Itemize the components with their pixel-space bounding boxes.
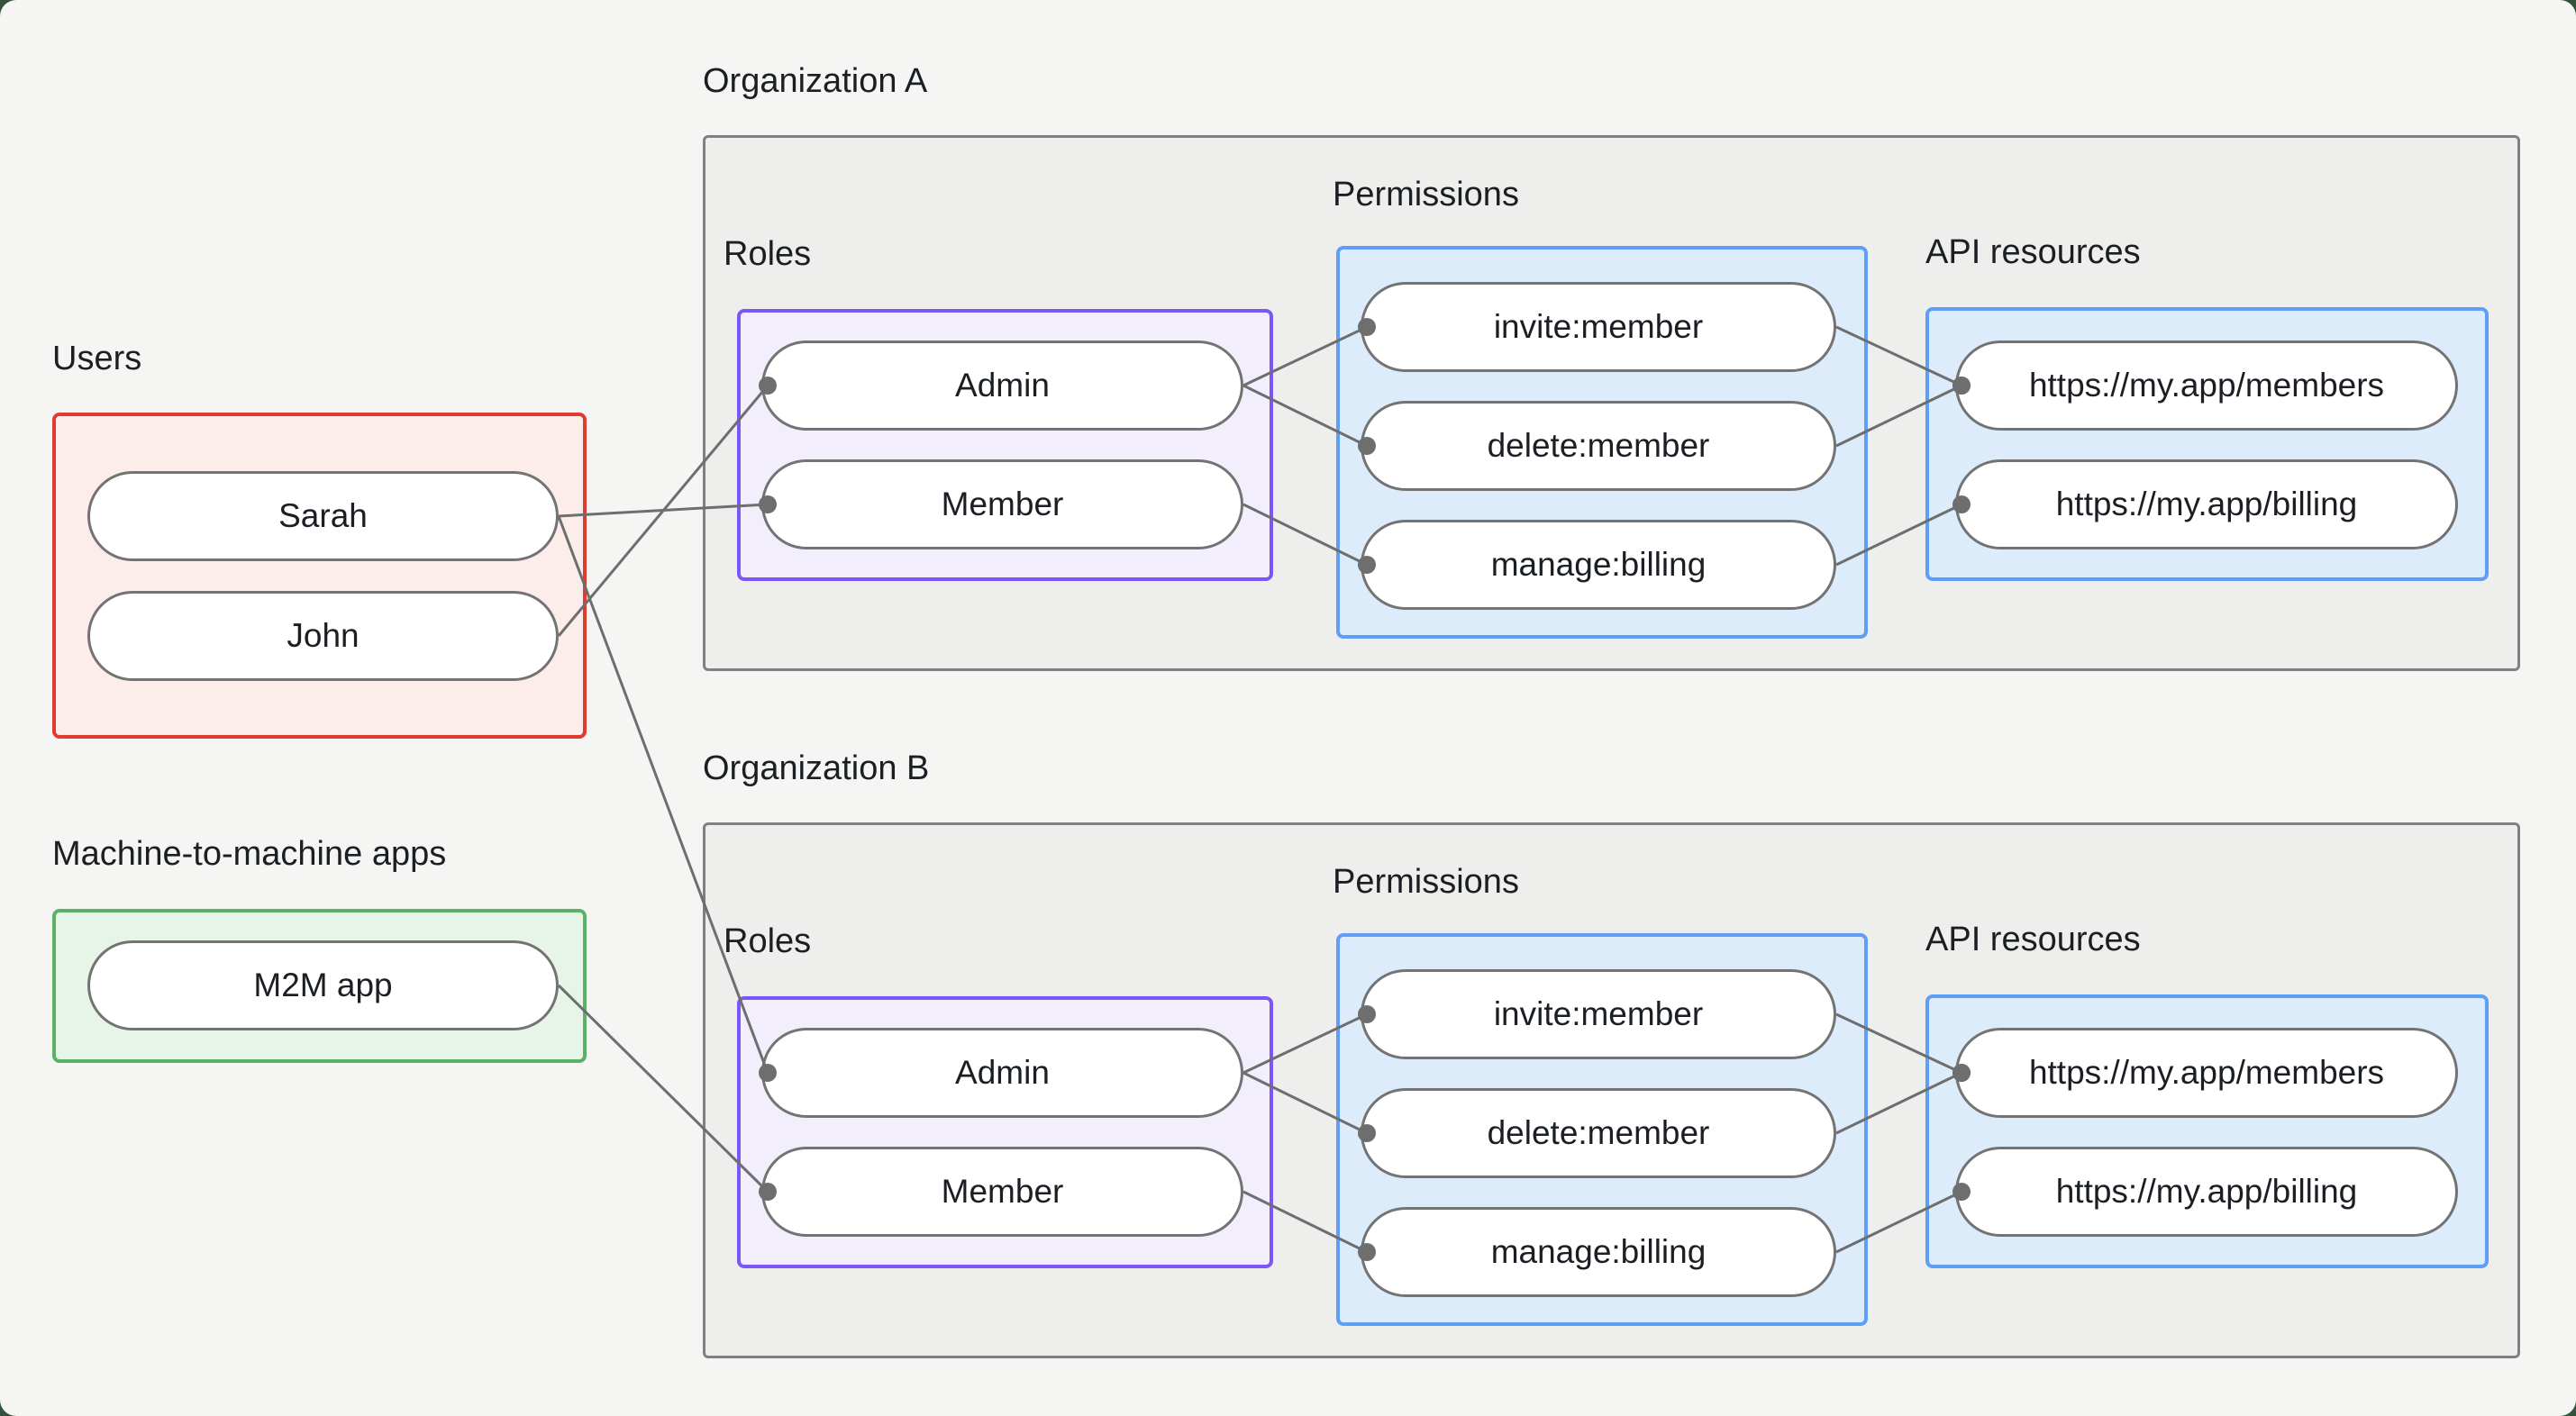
org-a-role-admin-node: Admin [761, 340, 1243, 431]
user-node-john: John [87, 591, 559, 681]
org-b-roles-label: Roles [724, 922, 812, 960]
org-a-perm-manage-node: manage:billing [1361, 520, 1836, 610]
org-a-permissions-label: Permissions [1333, 176, 1519, 213]
org-b-role-member-node: Member [761, 1147, 1243, 1237]
org-a-api-billing-node: https://my.app/billing [1955, 459, 2458, 549]
org-b-permissions-label: Permissions [1333, 863, 1519, 901]
org-a-perm-invite-node: invite:member [1361, 282, 1836, 372]
org-b-title: Organization B [703, 749, 930, 787]
users-group-box [52, 413, 587, 739]
org-a-roles-label: Roles [724, 235, 812, 273]
org-b-api-label: API resources [1925, 921, 2141, 958]
org-a-api-members-node: https://my.app/members [1955, 340, 2458, 431]
users-group-label: Users [52, 340, 142, 377]
org-b-perm-invite-node: invite:member [1361, 969, 1836, 1059]
org-b-role-admin-node: Admin [761, 1028, 1243, 1118]
org-b-api-billing-node: https://my.app/billing [1955, 1147, 2458, 1237]
org-b-perm-manage-node: manage:billing [1361, 1207, 1836, 1297]
org-a-perm-delete-node: delete:member [1361, 401, 1836, 491]
org-a-api-label: API resources [1925, 233, 2141, 271]
org-a-title: Organization A [703, 62, 928, 100]
org-b-perm-delete-node: delete:member [1361, 1088, 1836, 1178]
org-a-role-member-node: Member [761, 459, 1243, 549]
org-b-api-members-node: https://my.app/members [1955, 1028, 2458, 1118]
m2m-group-label: Machine-to-machine apps [52, 835, 447, 873]
user-node-sarah: Sarah [87, 471, 559, 561]
m2m-app-node: M2M app [87, 940, 559, 1030]
